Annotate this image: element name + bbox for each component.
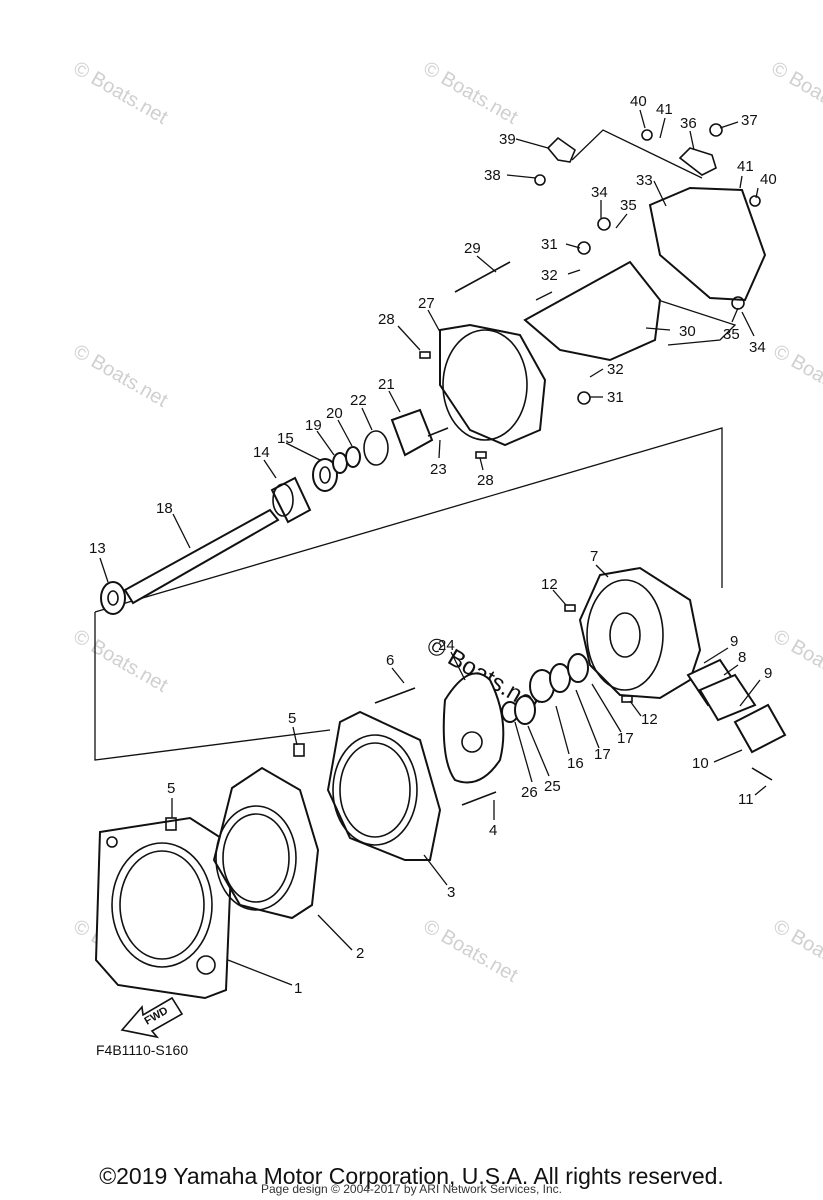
part-21-cap	[390, 408, 434, 457]
watermark: © Boats.net	[70, 340, 172, 412]
part-number: 7	[590, 548, 598, 565]
watermark: © Boats.net	[70, 625, 172, 697]
part-22-o-ring	[363, 430, 389, 466]
part-39-bracket	[546, 136, 576, 163]
part-number: 19	[305, 417, 322, 434]
part-number: 35	[723, 326, 740, 343]
part-14-collar	[270, 476, 312, 524]
part-number: 5	[167, 780, 175, 797]
part-number: 28	[378, 311, 395, 328]
part-number: 17	[617, 730, 634, 747]
part-number: 9	[764, 665, 772, 682]
part-number: 8	[738, 649, 746, 666]
part-number: 13	[89, 540, 106, 557]
part-number: 4	[489, 822, 497, 839]
watermark: © Boats.net	[770, 625, 823, 697]
copyright-notice: ©2019 Yamaha Motor Corporation, U.S.A. A…	[99, 1163, 724, 1189]
diagram-code: F4B1110-S160	[96, 1042, 189, 1058]
part-number: 25	[544, 778, 561, 795]
part-number: 37	[741, 112, 758, 129]
watermark: © Boats.net	[768, 57, 823, 129]
part-number: 34	[749, 339, 766, 356]
part-number: 31	[607, 389, 624, 406]
part-15-bearing	[312, 458, 338, 492]
part-7-stator-housing	[578, 566, 702, 700]
part-3-impeller-housing	[326, 710, 442, 861]
part-number: 6	[386, 652, 394, 669]
part-number: 26	[521, 784, 538, 801]
part-number: 29	[464, 240, 481, 257]
part-number: 18	[156, 500, 173, 517]
part-number: 23	[430, 461, 447, 478]
part-number-labels: 1 2 3 4 5 5 6 7 8 9 9 10 11 12 12 13 14 …	[89, 93, 777, 997]
watermark: © Boats.net	[420, 915, 522, 987]
part-number: 41	[737, 158, 754, 175]
watermark: © Boats.net	[420, 57, 522, 129]
part-number: 21	[378, 376, 395, 393]
part-number: 9	[730, 633, 738, 650]
part-24-impeller	[442, 672, 505, 784]
part-number: 1	[294, 980, 302, 997]
part-number: 15	[277, 430, 294, 447]
part-number: 5	[288, 710, 296, 727]
part-number: 10	[692, 755, 709, 772]
part-number: 24	[438, 637, 455, 654]
part-number: 31	[541, 236, 558, 253]
part-number: 32	[541, 267, 558, 284]
part-number: 40	[760, 171, 777, 188]
part-number: 14	[253, 444, 270, 461]
part-number: 32	[607, 361, 624, 378]
part-number: 3	[447, 884, 455, 901]
part-number: 33	[636, 172, 653, 189]
part-number: 39	[499, 131, 516, 148]
part-25-26-16-17-rings	[501, 653, 589, 725]
part-8-9-10-cover-assembly	[686, 658, 787, 754]
part-number: 36	[680, 115, 697, 132]
part-number: 35	[620, 197, 637, 214]
part-30-nozzle	[523, 260, 662, 362]
part-33-deflector	[648, 186, 767, 302]
part-number: 2	[356, 945, 364, 962]
part-27-nozzle-housing	[439, 323, 547, 447]
part-number: 34	[591, 184, 608, 201]
watermark: © Boats.net	[770, 340, 823, 412]
fwd-arrow: FWD	[120, 996, 184, 1039]
part-number: 30	[679, 323, 696, 340]
part-number: 27	[418, 295, 435, 312]
part-number: 28	[477, 472, 494, 489]
part-2-duct-ring	[212, 766, 320, 920]
fwd-label: FWD	[143, 1005, 171, 1028]
part-13-bearing	[100, 581, 126, 615]
part-number: 20	[326, 405, 343, 422]
part-1-housing-plate	[94, 816, 234, 1000]
part-19-20-seals	[332, 446, 361, 474]
pins	[165, 351, 633, 831]
watermark: © Boats.net	[770, 915, 823, 987]
page-design-notice: Page design © 2004-2017 by ARI Network S…	[260, 1182, 562, 1196]
watermark: © Boats.net	[70, 57, 172, 129]
part-number: 41	[656, 101, 673, 118]
leader-lines	[99, 109, 767, 986]
part-36-bracket	[678, 147, 717, 176]
part-number: 16	[567, 755, 584, 772]
part-number: 11	[738, 791, 754, 808]
part-number: 22	[350, 392, 367, 409]
bolts	[374, 123, 773, 806]
part-number: 40	[630, 93, 647, 110]
part-number: 17	[594, 746, 611, 763]
part-number: 12	[641, 711, 658, 728]
part-18-drive-shaft	[123, 508, 280, 605]
part-number: 38	[484, 167, 501, 184]
assembly-outline-lines	[94, 129, 737, 761]
part-number: 12	[541, 576, 558, 593]
